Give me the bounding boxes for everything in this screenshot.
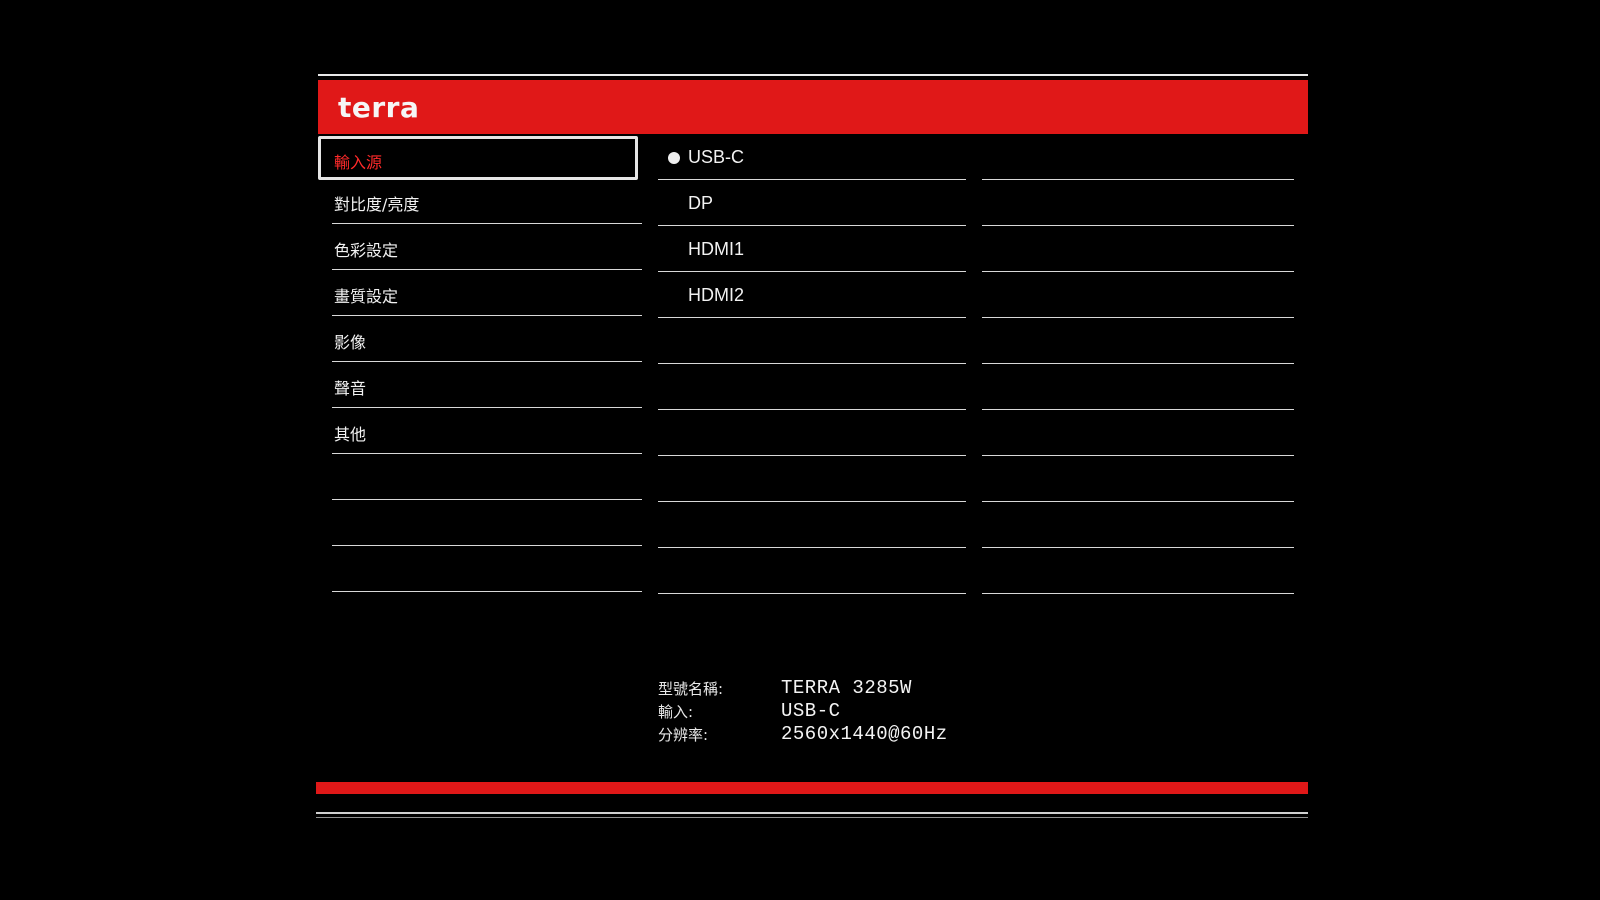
menu-item-label: 聲音 [334,379,367,398]
detail-row-empty [982,134,1294,180]
menu-item-image[interactable]: 影像 [332,316,642,362]
detail-row-empty [982,180,1294,226]
info-resolution: 分辨率: 2560x1440@60Hz [658,723,1078,747]
menu-item-other[interactable]: 其他 [332,408,642,454]
submenu-row-empty [658,318,966,364]
detail-row-empty [982,410,1294,456]
detail-row-empty [982,272,1294,318]
menu-item-input-source[interactable]: 輸入源 [318,136,638,180]
submenu-row-empty [658,364,966,410]
detail-row-empty [982,456,1294,502]
info-resolution-value: 2560x1440@60Hz [781,723,948,745]
detail-row-empty [982,548,1294,594]
detail-row-empty [982,226,1294,272]
detail-row-empty [982,318,1294,364]
input-option-label: DP [688,193,714,213]
submenu-row-empty [658,502,966,548]
menu-item-label: 色彩設定 [334,241,399,260]
menu-item-contrast-brightness[interactable]: 對比度/亮度 [332,178,642,224]
detail-row-empty [982,502,1294,548]
info-model-value: TERRA 3285W [781,677,912,699]
menu-item-color-settings[interactable]: 色彩設定 [332,224,642,270]
main-menu: 輸入源 對比度/亮度 色彩設定 畫質設定 影像 聲音 其他 [318,134,642,592]
info-input: 輸入: USB-C [658,700,1078,724]
info-resolution-label: 分辨率: [658,726,709,744]
input-option-label: HDMI1 [688,239,745,259]
input-option-label: USB-C [688,147,745,167]
input-option-hdmi2[interactable]: HDMI2 [658,272,966,318]
detail-row-empty [982,364,1294,410]
menu-item-label: 其他 [334,425,367,444]
bottom-divider [316,812,1308,814]
osd-menu: terra 輸入源 對比度/亮度 色彩設定 畫質設定 影像 聲音 其他 [316,74,1308,820]
radio-selected-icon [668,152,680,164]
menu-item-label: 輸入源 [334,153,383,172]
osd-header: terra [318,80,1308,134]
menu-item-label: 對比度/亮度 [334,195,420,214]
bottom-divider-secondary [316,817,1308,818]
footer-bar [316,782,1308,794]
input-option-hdmi1[interactable]: HDMI1 [658,226,966,272]
input-option-usb-c[interactable]: USB-C [658,134,966,180]
input-option-dp[interactable]: DP [658,180,966,226]
menu-row-empty [332,546,642,592]
info-input-label: 輸入: [658,703,694,721]
menu-row-empty [332,454,642,500]
menu-row-empty [332,500,642,546]
submenu-row-empty [658,548,966,594]
detail-column [982,134,1294,594]
submenu-row-empty [658,410,966,456]
menu-item-label: 影像 [334,333,367,352]
info-model-label: 型號名稱: [658,680,724,698]
menu-item-picture-settings[interactable]: 畫質設定 [332,270,642,316]
top-divider [318,74,1308,76]
status-info: 型號名稱: TERRA 3285W 輸入: USB-C 分辨率: 2560x14… [658,677,1078,747]
menu-item-label: 畫質設定 [334,287,399,306]
input-option-label: HDMI2 [688,285,745,305]
menu-item-audio[interactable]: 聲音 [332,362,642,408]
submenu-row-empty [658,456,966,502]
info-model: 型號名稱: TERRA 3285W [658,677,1078,701]
info-input-value: USB-C [781,700,841,722]
brand-logo: terra [338,91,420,124]
input-submenu: USB-C DP HDMI1 HDMI2 [658,134,966,594]
